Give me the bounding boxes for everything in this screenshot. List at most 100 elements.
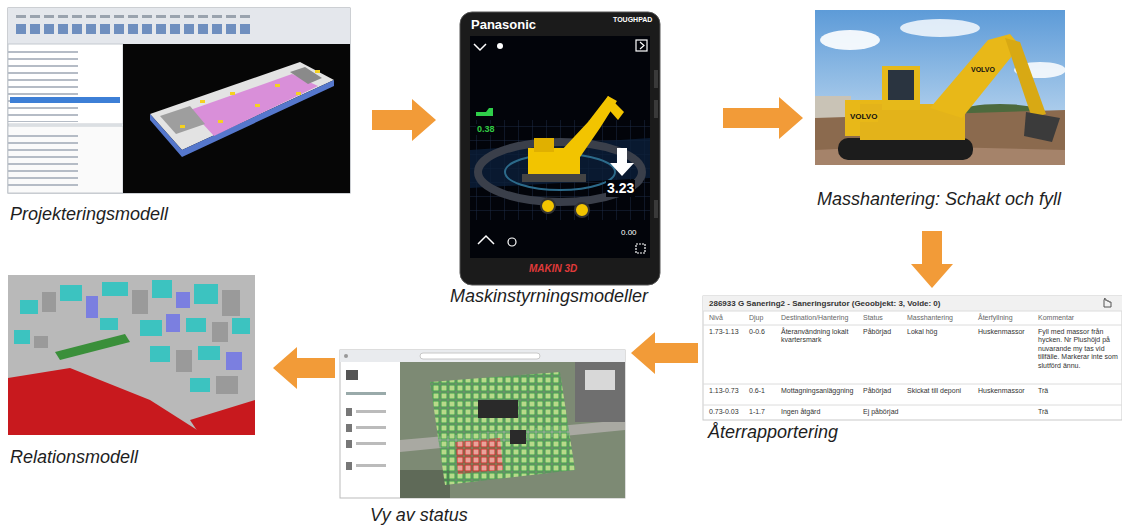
- table-cell: Återfyllning: [977, 314, 1014, 322]
- screen-text: TOUGHPAD: [612, 16, 653, 24]
- excavator-photo: [882, 66, 920, 110]
- status-map-screenshot: [400, 362, 625, 498]
- figure-panel: Relationsmodell: [8, 275, 255, 471]
- caption-text: Återrapportering: [706, 422, 840, 444]
- rugged-tablet: [522, 174, 586, 182]
- rugged-tablet: [497, 43, 503, 49]
- city-3d-model: [140, 320, 162, 336]
- table-cell: Masshantering: [906, 314, 954, 322]
- flow-arrow: [372, 99, 436, 141]
- table-cell: 1-1.7: [748, 408, 766, 416]
- status-map-screenshot: [478, 400, 518, 418]
- status-map-screenshot: [430, 372, 575, 485]
- rugged-tablet: [575, 203, 589, 217]
- rugged-tablet: [654, 70, 658, 88]
- table-cell: Mottagningsanläggning: [780, 387, 862, 395]
- city-3d-model: [226, 352, 242, 370]
- cad-screenshot: [290, 67, 322, 84]
- cad-screenshot: [8, 8, 350, 193]
- flow-arrow: [631, 332, 698, 374]
- city-3d-model: [152, 280, 172, 298]
- screen-text: Panasonic: [470, 17, 537, 33]
- caption-text: Masshantering: Schakt och fyll: [815, 189, 1063, 211]
- rugged-tablet: [470, 120, 650, 220]
- screen-text: 0.38: [476, 124, 496, 135]
- city-3d-model: [176, 292, 190, 308]
- city-3d-model: [86, 296, 98, 318]
- cad-screenshot: [12, 12, 252, 34]
- table-cell: Påbörjad: [862, 387, 892, 395]
- city-3d-model: [55, 334, 130, 360]
- city-3d-model: [190, 378, 210, 392]
- city-3d-model: [176, 350, 192, 372]
- excavator-photo: [838, 138, 973, 160]
- cad-screenshot: [8, 44, 123, 124]
- status-map-screenshot: [346, 392, 386, 395]
- cad-screenshot: [200, 100, 205, 103]
- city-3d-model: [198, 346, 220, 360]
- excavator-photo: [1005, 38, 1046, 118]
- city-3d-model: [194, 284, 218, 304]
- city-3d-model: [14, 330, 30, 344]
- status-map-screenshot: [420, 353, 540, 359]
- status-map-screenshot: [346, 462, 352, 470]
- city-3d-model: [8, 275, 255, 435]
- excavator-photo: [815, 10, 1066, 165]
- excavator-photo: [900, 19, 980, 37]
- status-map-screenshot: [356, 426, 386, 429]
- city-3d-model: [42, 292, 56, 312]
- city-3d-model: [222, 290, 240, 316]
- cad-screenshot: [160, 106, 205, 134]
- city-3d-model: [100, 318, 118, 330]
- rugged-tablet: [654, 200, 658, 218]
- rugged-tablet: [460, 12, 660, 285]
- excavator-photo: [820, 30, 880, 50]
- report-table: [1104, 298, 1111, 307]
- table-cell: 0-0.6: [748, 328, 766, 336]
- screen-text: 0.00: [620, 228, 638, 238]
- rugged-tablet: [476, 108, 493, 116]
- cad-screenshot: [190, 74, 318, 136]
- city-3d-model: [150, 346, 170, 362]
- rugged-tablet: [470, 36, 650, 258]
- excavator-photo: [815, 10, 1065, 165]
- rugged-tablet: [478, 142, 642, 202]
- status-map-screenshot: [346, 370, 358, 380]
- cad-screenshot: [123, 44, 350, 193]
- cad-screenshot: [8, 8, 350, 44]
- screen-text: 3.23: [606, 180, 635, 197]
- status-map-screenshot: [455, 438, 503, 474]
- table-cell: Skickat till deponi: [906, 387, 976, 395]
- city-3d-model: [166, 314, 180, 332]
- table-cell: 0.6-1: [748, 387, 766, 395]
- status-map-screenshot: [356, 442, 386, 445]
- city-3d-model: [212, 322, 228, 342]
- rugged-tablet: [604, 96, 624, 120]
- excavator-photo: [1024, 112, 1060, 142]
- status-map-screenshot: [356, 410, 386, 413]
- city-3d-model: [186, 318, 206, 332]
- rugged-tablet: [636, 40, 647, 51]
- table-cell: 0.73-0.03: [708, 408, 740, 416]
- report-table: [703, 296, 1122, 420]
- status-map-screenshot: [344, 354, 348, 358]
- rugged-tablet: [654, 100, 658, 118]
- table-cell: Destination/Hantering: [780, 314, 849, 322]
- cad-screenshot: [218, 120, 223, 123]
- cad-screenshot: [296, 92, 301, 95]
- report-table: [703, 311, 1122, 405]
- caption-text: Vy av status: [368, 505, 470, 527]
- status-map-screenshot: [585, 370, 615, 390]
- cad-screenshot: [230, 92, 235, 95]
- table-cell: Huskenmassor: [977, 387, 1026, 395]
- table-cell: Lokal hög: [906, 328, 938, 336]
- cad-screenshot: [8, 126, 123, 193]
- rugged-tablet: [640, 42, 644, 49]
- rugged-tablet: [460, 12, 660, 285]
- excavator-photo: [930, 34, 1020, 118]
- table-cell: Status: [862, 314, 884, 322]
- cad-screenshot: [8, 132, 123, 190]
- table-cell: Nivå: [708, 314, 724, 322]
- caption-text: Projekteringsmodell: [8, 204, 170, 226]
- status-map-screenshot: [356, 464, 386, 467]
